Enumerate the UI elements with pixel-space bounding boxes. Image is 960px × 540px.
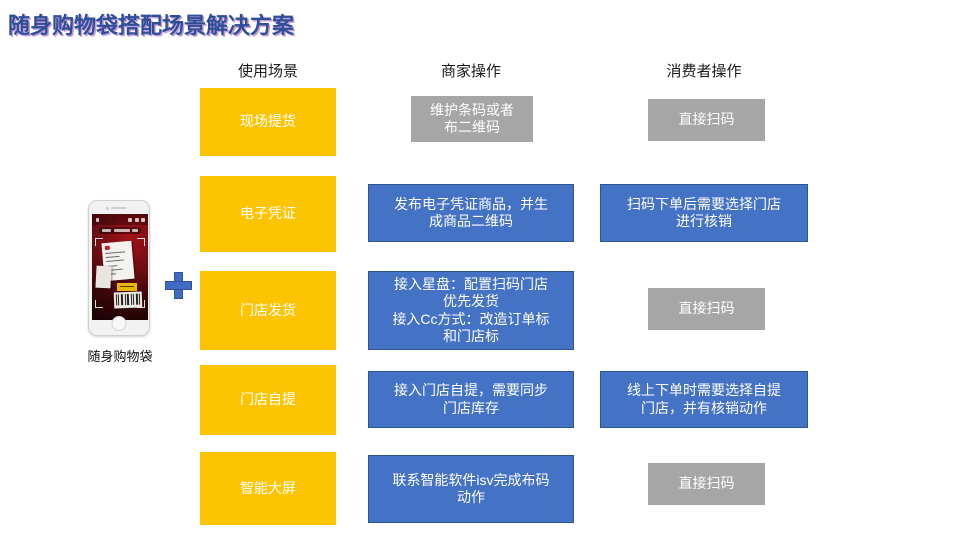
column-header-scene: 使用场景 bbox=[237, 63, 298, 80]
merchant-box-row5[interactable]: 联系智能软件isv完成布码 动作 bbox=[368, 455, 574, 523]
scan-hint-chip bbox=[99, 227, 141, 234]
app-top-bar bbox=[92, 214, 148, 225]
phone-screen bbox=[92, 214, 148, 320]
merchant-box-row1[interactable]: 维护条码或者 布二维码 bbox=[411, 96, 533, 142]
secondary-label-photo bbox=[95, 265, 112, 289]
product-caption: 随身购物袋 bbox=[87, 349, 153, 364]
consumer-box-row4[interactable]: 线上下单时需要选择自提 门店，并有核销动作 bbox=[600, 371, 808, 428]
merchant-box-row4[interactable]: 接入门店自提，需要同步 门店库存 bbox=[368, 371, 574, 428]
phone-device-icon bbox=[88, 200, 150, 336]
merchant-box-row2[interactable]: 发布电子凭证商品，并生 成商品二维码 bbox=[368, 184, 574, 242]
scene-box-row4[interactable]: 门店自提 bbox=[200, 365, 336, 435]
consumer-box-row2[interactable]: 扫码下单后需要选择门店 进行核销 bbox=[600, 184, 808, 242]
share-icon bbox=[135, 217, 139, 222]
phone-speaker-icon bbox=[111, 207, 127, 209]
scene-box-row5[interactable]: 智能大屏 bbox=[200, 452, 336, 525]
scene-box-row1[interactable]: 现场提货 bbox=[200, 88, 336, 156]
plus-icon bbox=[165, 272, 192, 299]
scene-box-row3[interactable]: 门店发货 bbox=[200, 271, 336, 350]
back-arrow-icon bbox=[96, 217, 99, 222]
scan-frame-corner-icon bbox=[95, 300, 103, 308]
close-icon bbox=[141, 217, 145, 222]
more-dots-icon bbox=[128, 217, 132, 222]
column-header-merchant: 商家操作 bbox=[440, 63, 501, 80]
consumer-box-row1[interactable]: 直接扫码 bbox=[648, 99, 765, 141]
product-illustration: 随身购物袋 bbox=[87, 200, 160, 370]
column-header-consumer: 消费者操作 bbox=[666, 63, 742, 80]
price-tag-icon bbox=[117, 283, 137, 291]
consumer-box-row5[interactable]: 直接扫码 bbox=[648, 463, 765, 505]
phone-home-button-icon bbox=[111, 316, 127, 331]
consumer-box-row3[interactable]: 直接扫码 bbox=[648, 288, 765, 330]
phone-camera-icon bbox=[106, 206, 109, 210]
merchant-box-row3[interactable]: 接入星盘：配置扫码门店 优先发货 接入Cc方式：改造订单标 和门店标 bbox=[368, 271, 574, 350]
scan-frame-corner-icon bbox=[137, 300, 145, 308]
scan-frame-corner-icon bbox=[95, 238, 103, 246]
scan-frame-corner-icon bbox=[137, 238, 145, 246]
page-title: 随身购物袋搭配场景解决方案 bbox=[8, 13, 295, 38]
scene-box-row2[interactable]: 电子凭证 bbox=[200, 176, 336, 252]
